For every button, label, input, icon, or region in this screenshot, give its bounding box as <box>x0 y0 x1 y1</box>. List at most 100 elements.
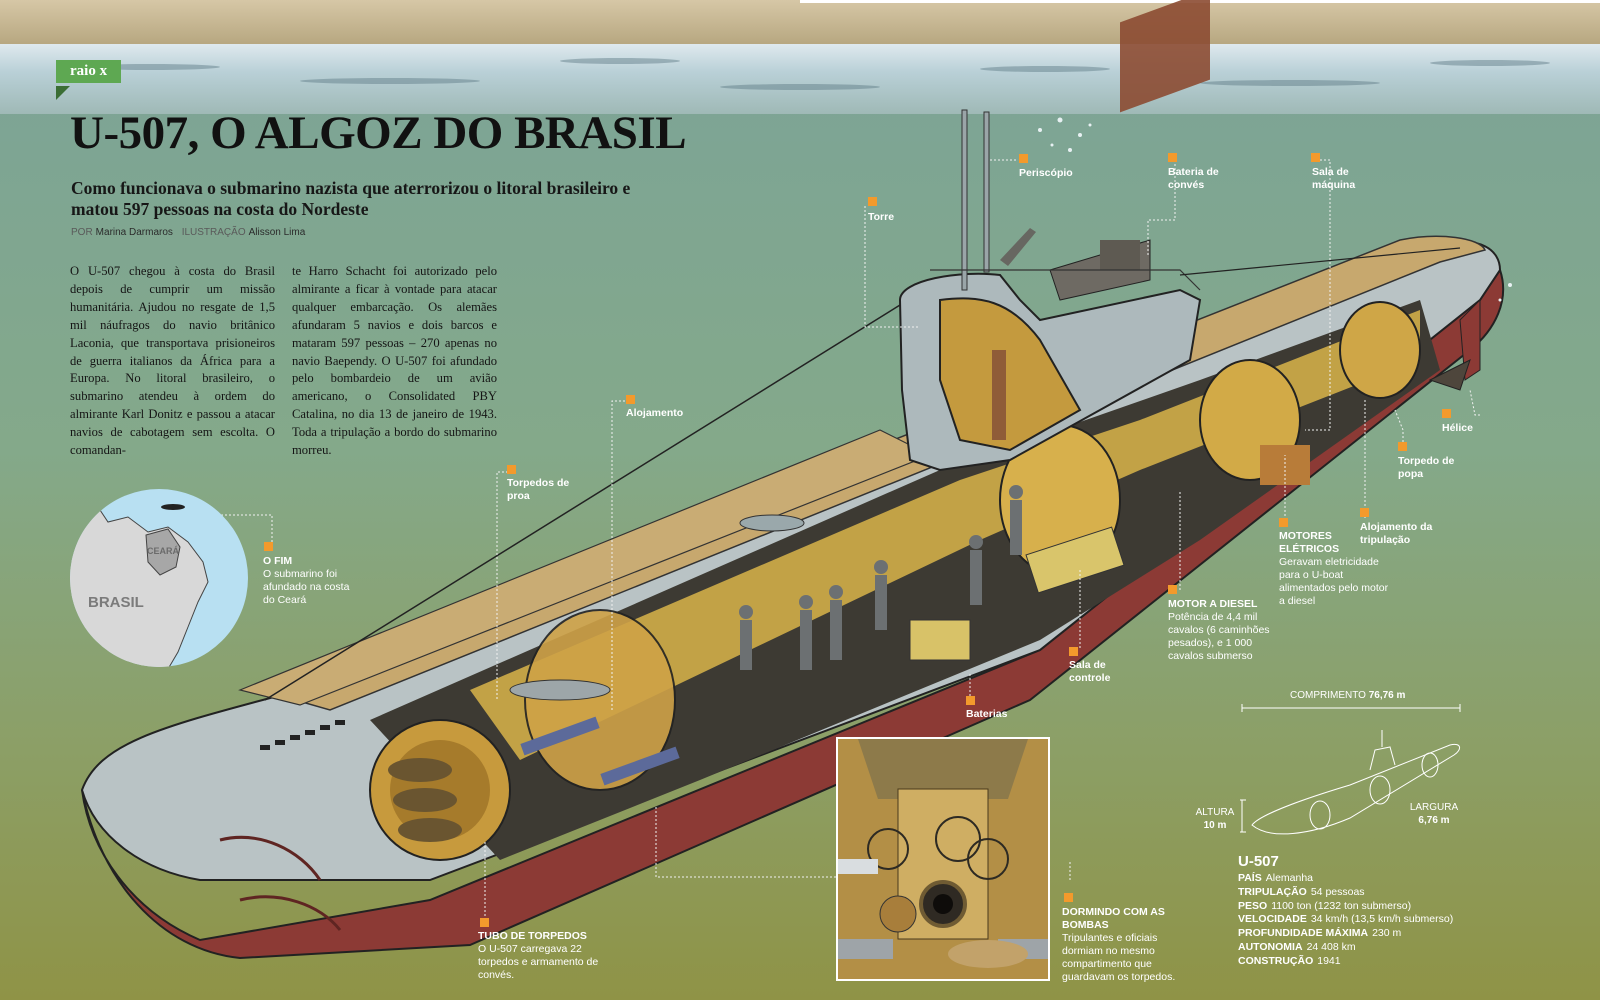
spec-key: PAÍS <box>1238 872 1262 884</box>
dimension-diagram <box>1240 704 1461 835</box>
body-column-1: O U-507 chegou à costa do Brasil depois … <box>70 264 275 458</box>
marker-torre <box>868 197 877 206</box>
spec-key: PESO <box>1238 899 1268 912</box>
marker-motores-eletricos <box>1279 518 1288 527</box>
water-surface <box>0 44 1600 114</box>
dimension-width-value: 6,76 m <box>1418 815 1450 826</box>
byline-illustrator: Alisson Lima <box>248 227 306 238</box>
marker-alojamento-tripulacao <box>1360 508 1369 517</box>
label-tubo-torpedos: TUBO DE TORPEDOS O U-507 carregava 22 to… <box>478 930 608 982</box>
dimension-length-value: 76,76 m <box>1368 690 1406 701</box>
spec-value: 1941 <box>1317 954 1341 967</box>
marker-sala-maquina <box>1311 153 1320 162</box>
spec-title: U-507 <box>1238 853 1279 870</box>
spec-key: CONSTRUÇÃO <box>1238 954 1314 967</box>
location-map <box>70 489 248 667</box>
byline-author: Marina Darmaros <box>95 227 173 238</box>
label-motores-eletricos-title: MOTORES ELÉTRICOS <box>1279 530 1340 555</box>
byline-illustrator-key: ILUSTRAÇÃO <box>181 227 246 238</box>
label-baterias: Baterias <box>966 708 1007 721</box>
label-o-fim-text: O submarino foi afundado na costa do Cea… <box>263 568 350 606</box>
label-dormindo-title: DORMINDO COM AS BOMBAS <box>1062 906 1165 931</box>
label-o-fim-title: O FIM <box>263 555 293 567</box>
label-torpedo-popa: Torpedo de popa <box>1398 455 1458 481</box>
label-motores-eletricos: MOTORES ELÉTRICOS Geravam eletricidade p… <box>1279 530 1389 608</box>
page-subtitle: Como funcionava o submarino nazista que … <box>71 178 631 219</box>
marker-torpedo-popa <box>1398 442 1407 451</box>
label-motor-diesel-text: Potência de 4,4 mil cavalos (6 caminhões… <box>1168 611 1270 662</box>
byline-author-key: POR <box>71 227 93 238</box>
label-alojamento-text: Alojamento <box>626 407 684 419</box>
label-sala-maquina: Sala de máquina <box>1312 166 1372 192</box>
marker-motor-diesel <box>1168 585 1177 594</box>
label-sala-controle-text: Sala de controle <box>1069 659 1111 684</box>
page-title: U-507, O ALGOZ DO BRASIL <box>70 107 687 159</box>
section-tag: raio x <box>56 60 122 83</box>
dimension-width-label: LARGURA <box>1409 802 1459 813</box>
label-alojamento: Alojamento <box>626 407 683 420</box>
marker-o-fim <box>264 542 273 551</box>
label-torre-text: Torre <box>868 211 895 223</box>
label-o-fim: O FIM O submarino foi afundado na costa … <box>263 555 353 607</box>
spec-value: 1100 ton (1232 ton submerso) <box>1271 899 1412 912</box>
label-motores-eletricos-text: Geravam eletricidade para o U-boat alime… <box>1279 556 1389 607</box>
dimension-height-label: ALTURA <box>1195 807 1235 818</box>
spec-value: 230 m <box>1372 927 1402 940</box>
label-torpedo-popa-text: Torpedo de popa <box>1398 455 1455 480</box>
spec-key: VELOCIDADE <box>1238 913 1307 926</box>
sky-strip <box>0 0 1600 46</box>
marker-periscopio <box>1019 154 1028 163</box>
spec-value: Alemanha <box>1265 872 1314 884</box>
spec-value: 34 km/h (13,5 km/h submerso) <box>1310 913 1454 926</box>
label-periscopio: Periscópio <box>1019 167 1073 180</box>
spec-key: TRIPULAÇÃO <box>1238 885 1307 898</box>
label-sala-maquina-text: Sala de máquina <box>1312 166 1356 191</box>
label-dormindo: DORMINDO COM AS BOMBAS Tripulantes e ofi… <box>1062 906 1177 984</box>
marker-alojamento <box>626 395 635 404</box>
label-bateria-conves: Bateria de convés <box>1168 166 1248 192</box>
label-alojamento-tripulacao-text: Alojamento da tripulação <box>1360 521 1433 546</box>
marker-helice <box>1442 409 1451 418</box>
label-dormindo-text: Tripulantes e oficiais dormiam no mesmo … <box>1062 932 1176 983</box>
label-periscopio-text: Periscópio <box>1019 167 1073 179</box>
marker-sala-controle <box>1069 647 1078 656</box>
label-torre: Torre <box>868 211 894 224</box>
inset-torpedo-room <box>836 737 1050 981</box>
label-tubo-title: TUBO DE TORPEDOS <box>478 930 587 942</box>
label-torpedos-proa-text: Torpedos de proa <box>507 477 570 502</box>
body-column-2: te Harro Schacht foi autorizado pelo alm… <box>292 264 497 458</box>
label-torpedos-proa: Torpedos de proa <box>507 477 577 503</box>
marker-baterias <box>966 696 975 705</box>
label-bateria-text: Bateria de convés <box>1168 166 1219 191</box>
section-tag-fold <box>56 86 70 100</box>
label-tubo-text: O U-507 carregava 22 torpedos e armament… <box>478 943 599 981</box>
label-baterias-text: Baterias <box>966 708 1008 720</box>
label-motor-diesel-title: MOTOR A DIESEL <box>1168 598 1258 610</box>
dimension-length: COMPRIMENTO 76,76 m <box>1290 689 1405 702</box>
spec-key: AUTONOMIA <box>1238 940 1303 953</box>
marker-dormindo <box>1064 893 1073 902</box>
dimension-height-value: 10 m <box>1203 820 1227 831</box>
dimension-height: ALTURA 10 m <box>1192 806 1238 832</box>
label-alojamento-tripulacao: Alojamento da tripulação <box>1360 521 1440 547</box>
label-helice: Hélice <box>1442 422 1473 435</box>
dimension-width: LARGURA 6,76 m <box>1406 801 1462 827</box>
map-country-label: BRASIL <box>88 594 144 611</box>
spec-value: 54 pessoas <box>1310 885 1365 898</box>
spec-key: PROFUNDIDADE MÁXIMA <box>1238 927 1369 940</box>
label-motor-diesel: MOTOR A DIESEL Potência de 4,4 mil caval… <box>1168 598 1273 663</box>
label-helice-text: Hélice <box>1442 422 1473 434</box>
label-sala-controle: Sala de controle <box>1069 659 1139 685</box>
dimension-length-label: COMPRIMENTO <box>1290 690 1366 701</box>
marker-bateria <box>1168 153 1177 162</box>
